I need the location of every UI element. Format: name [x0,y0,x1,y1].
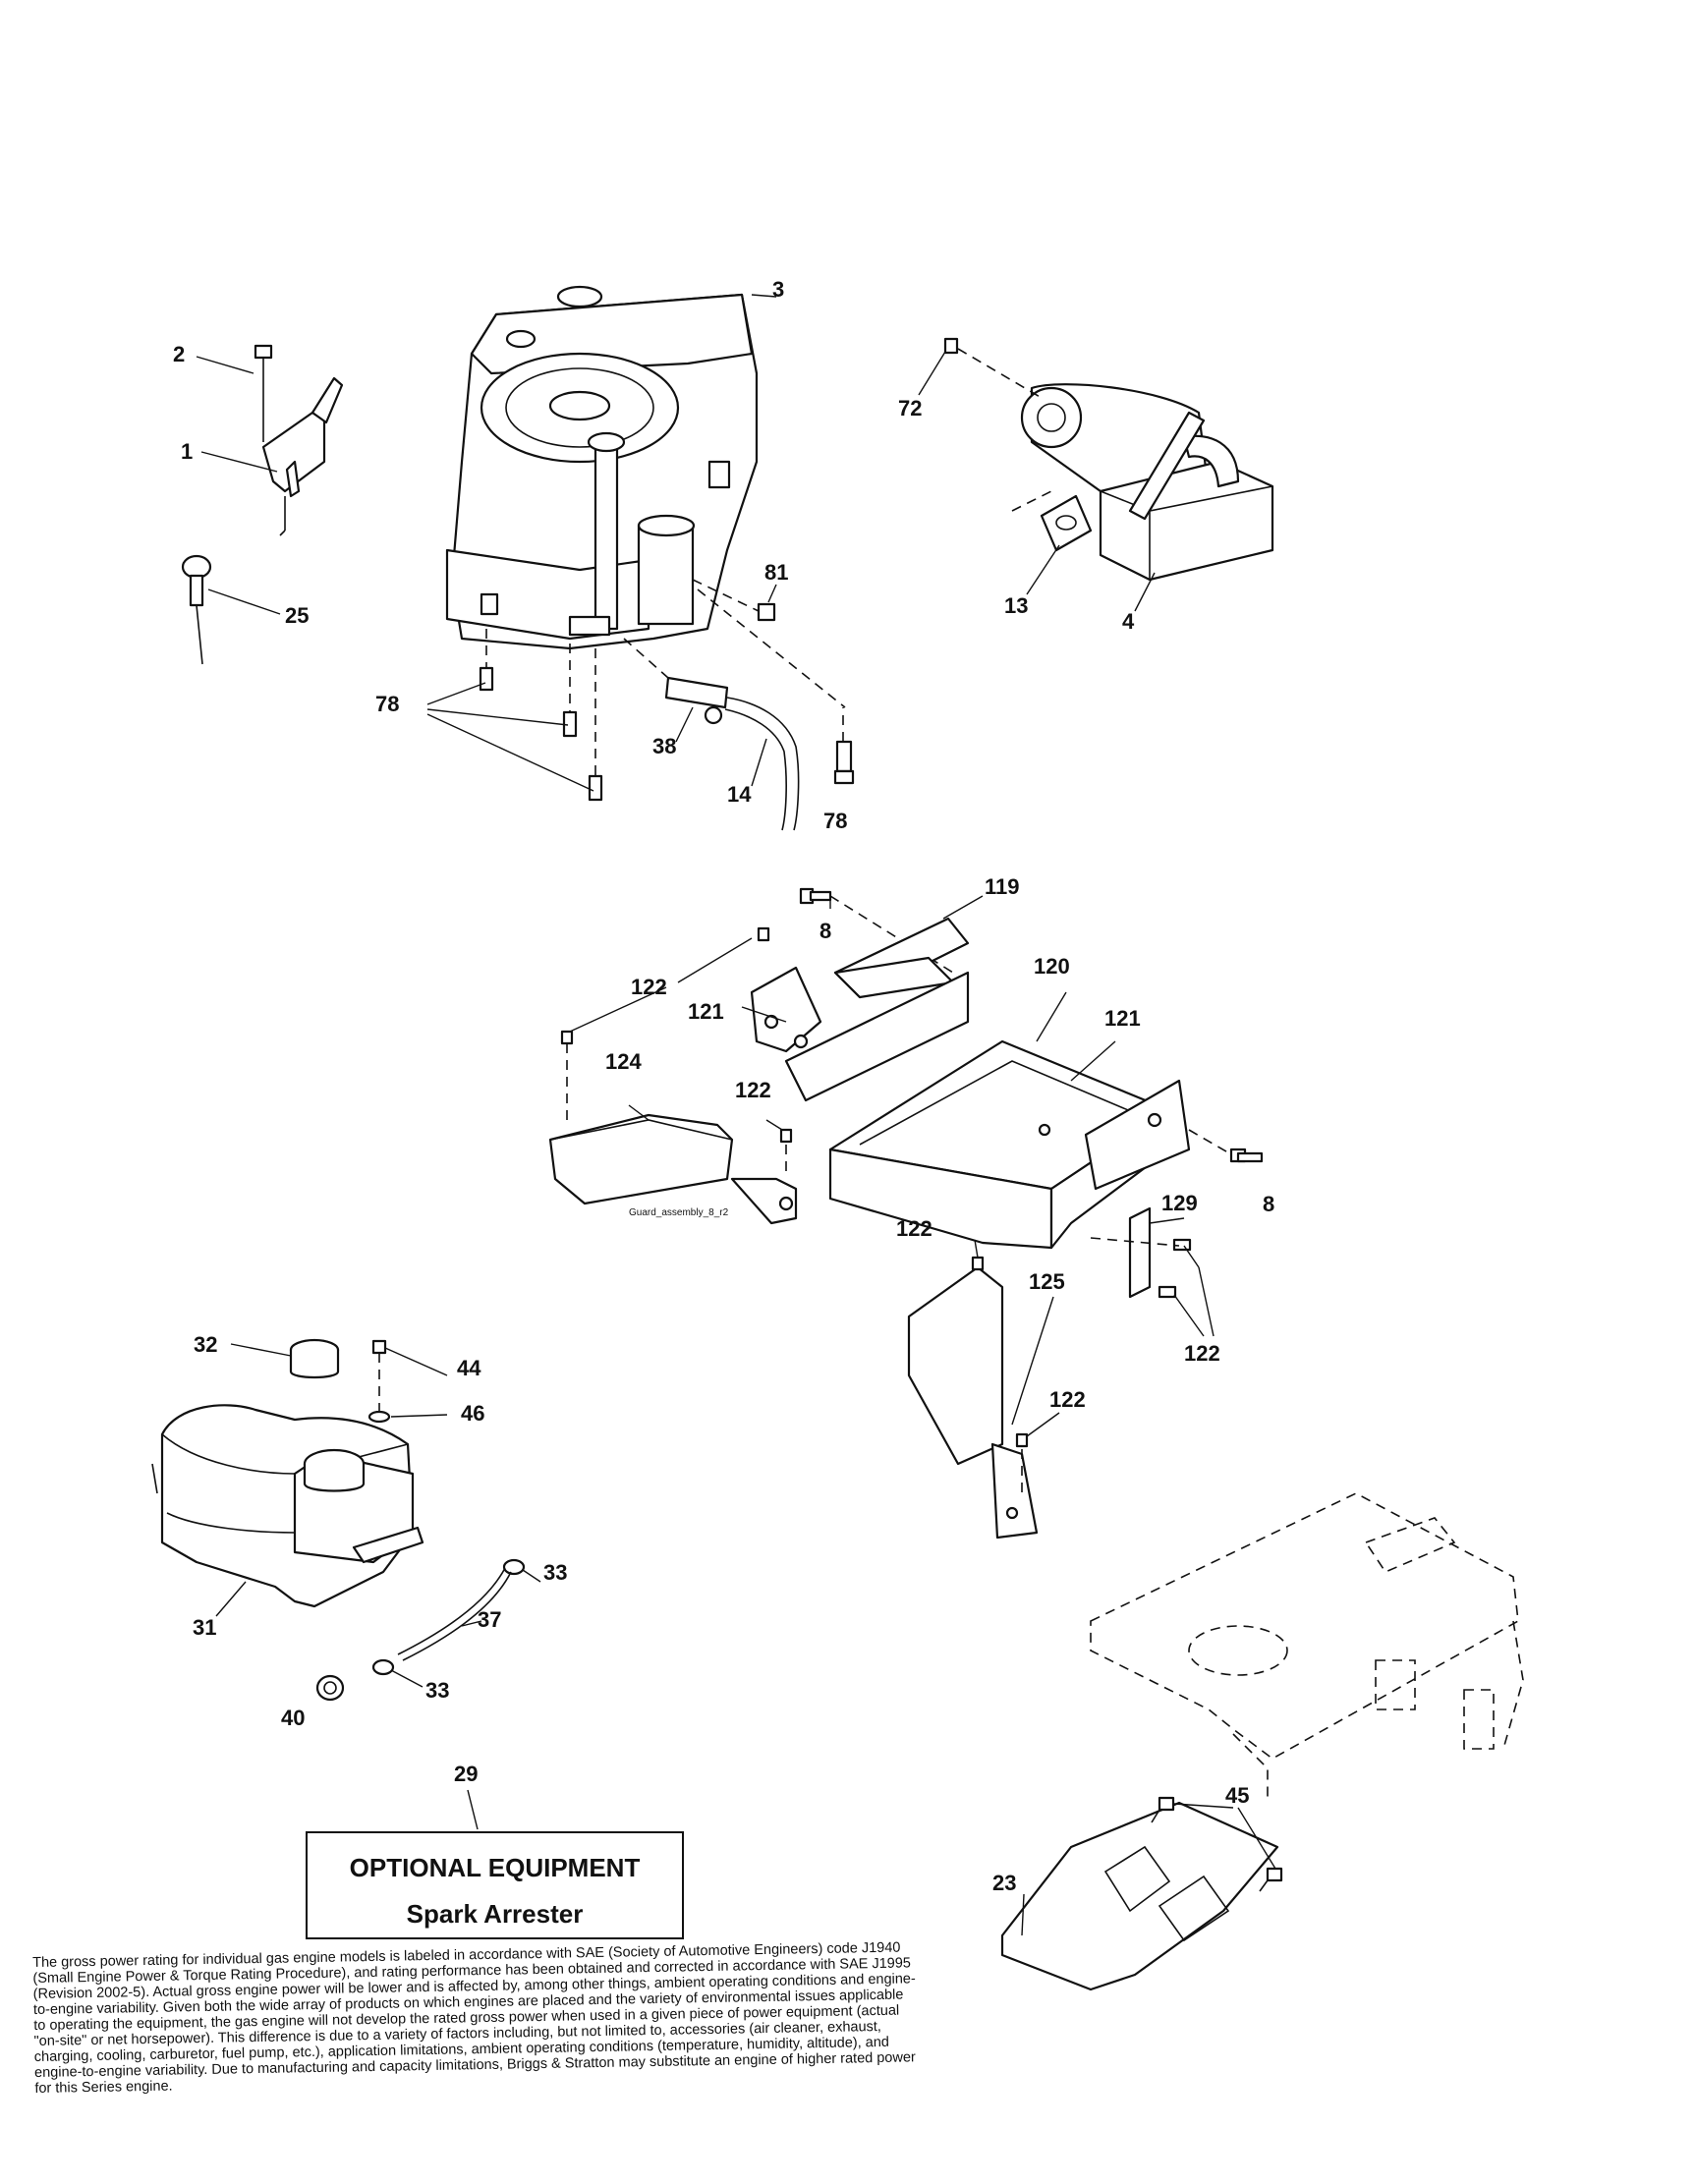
power-rating-footnote: The gross power rating for individual ga… [32,1939,916,2097]
engine-bolts [479,629,855,802]
callout-labels: 3 2 1 25 72 13 4 81 78 38 14 78 119 8 12… [173,277,1274,1895]
callout-122-top: 122 [631,975,667,999]
callout-29: 29 [454,1762,478,1786]
hex-nut [757,602,776,622]
callout-120: 120 [1034,954,1070,979]
callout-72: 72 [898,396,922,420]
callout-121-right: 121 [1104,1006,1141,1031]
callout-33-bottom: 33 [425,1678,449,1703]
callout-3: 3 [772,277,784,302]
engine [445,285,759,650]
fuel-tank-assembly [151,1338,526,1702]
callout-38: 38 [652,734,676,758]
callout-32: 32 [194,1332,217,1357]
guard-assembly: Guard_assembly_8_r2 [548,887,1264,1540]
callout-8-top: 8 [819,919,831,943]
optional-equipment-box: OPTIONAL EQUIPMENT Spark Arrester [306,1831,684,1939]
callout-31: 31 [193,1615,216,1640]
callout-124: 124 [605,1049,642,1074]
chassis-frame [1090,1492,1524,1798]
callout-2: 2 [173,342,185,366]
callout-40: 40 [281,1706,305,1730]
callout-122-bottom: 122 [1049,1387,1086,1412]
callout-122-bracket: 122 [1184,1341,1220,1366]
callout-37: 37 [478,1607,501,1632]
callout-44: 44 [457,1356,481,1380]
callout-1: 1 [181,439,193,464]
callout-46: 46 [461,1401,484,1426]
fuel-filter [664,676,800,831]
throttle-control-assembly [254,344,344,536]
callout-129: 129 [1161,1191,1198,1215]
callout-121-left: 121 [688,999,724,1024]
callout-33-top: 33 [543,1560,567,1585]
callout-78-left: 78 [375,692,399,716]
callout-125: 125 [1029,1269,1065,1294]
spark-arrester-label: Spark Arrester [406,1899,584,1929]
callout-45: 45 [1225,1783,1249,1808]
callout-25: 25 [285,603,309,628]
callout-78-right: 78 [823,809,847,833]
callout-119: 119 [985,874,1020,899]
callout-122-lower: 122 [896,1216,932,1241]
callout-23: 23 [992,1871,1016,1895]
callout-81: 81 [764,560,788,585]
dipstick [181,554,212,665]
callout-4: 4 [1122,609,1135,634]
optional-equipment-title: OPTIONAL EQUIPMENT [349,1853,641,1882]
heat-shield [1000,1796,1283,1991]
drawing-ref-text: Guard_assembly_8_r2 [629,1207,729,1218]
muffler-assembly [943,337,1274,582]
callout-122-mid: 122 [735,1078,771,1102]
callout-14: 14 [727,782,752,807]
callout-13: 13 [1004,593,1028,618]
callout-8-right: 8 [1263,1192,1274,1216]
